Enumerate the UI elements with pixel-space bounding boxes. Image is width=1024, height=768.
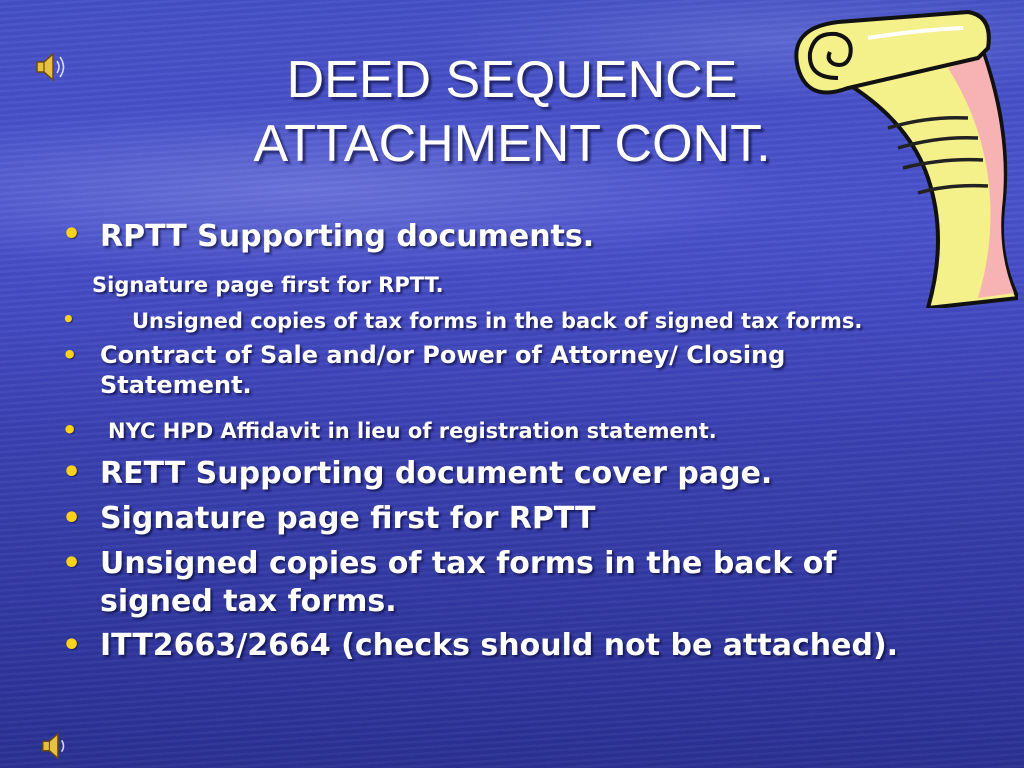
scroll-clipart [778,8,1022,312]
bullet-marker: • [62,628,82,663]
list-item-continuation: signed tax forms. [100,584,397,619]
list-item: Unsigned copies of tax forms in the back… [132,309,863,333]
bullet-marker: • [62,546,82,581]
slide-title: DEED SEQUENCE ATTACHMENT CONT. [200,48,824,176]
bullet-marker: • [62,341,78,369]
list-item: Signature page first for RPTT [100,501,596,536]
list-item: ITT2663/2664 (checks should not be attac… [100,628,899,663]
bullet-marker: • [62,307,75,331]
list-item: Signature page first for RPTT. [92,273,444,297]
scroll-icon [794,9,1022,311]
list-item: RPTT Supporting documents. [100,219,595,254]
speaker-icon-top[interactable] [34,50,68,88]
bullet-marker: • [62,217,82,252]
speaker-icon-bottom[interactable] [40,730,72,766]
list-item: Unsigned copies of tax forms in the back… [100,546,837,581]
list-item: Contract of Sale and/or Power of Attorne… [100,341,786,369]
bullet-marker: • [62,416,78,444]
bullet-marker: • [62,501,82,536]
speaker-icon [36,52,65,82]
bullet-marker: • [62,455,82,490]
list-item: RETT Supporting document cover page. [100,456,773,491]
list-item-continuation: Statement. [100,371,252,399]
title-line-1: DEED SEQUENCE [286,51,738,109]
list-item: NYC HPD Affidavit in lieu of registratio… [108,419,717,443]
title-line-2: ATTACHMENT CONT. [253,115,771,173]
speaker-icon [42,732,65,760]
